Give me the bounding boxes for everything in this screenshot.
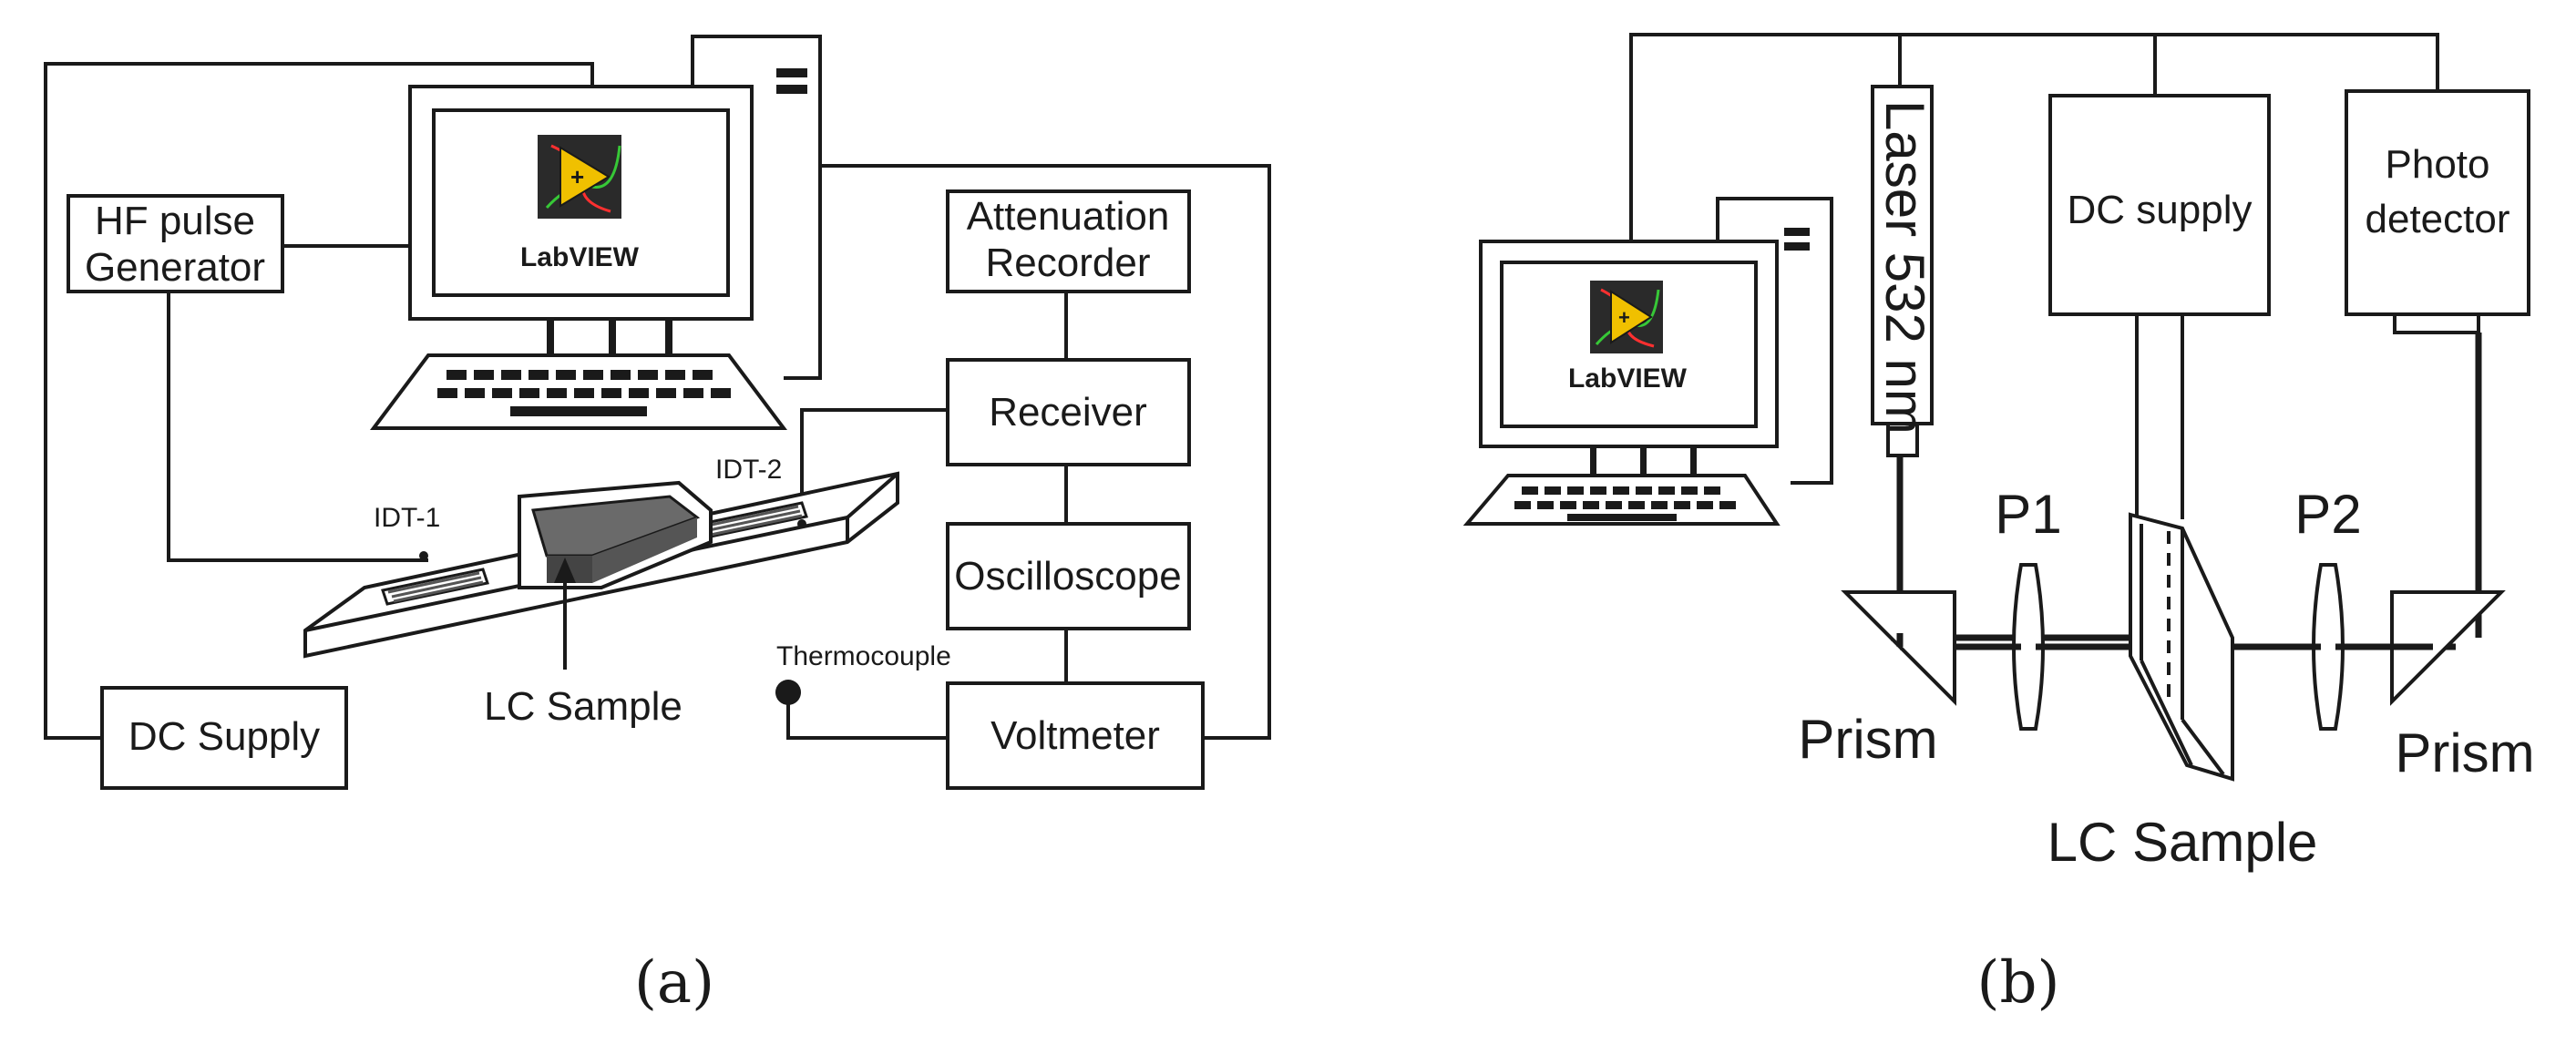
dc-supply-label-b: DC supply — [2068, 188, 2253, 232]
lc-sample-arrow — [554, 558, 576, 670]
lc-sample-cell-b — [2129, 512, 2234, 782]
photodetector-label-2: detector — [2366, 197, 2510, 241]
oscilloscope-box: Oscilloscope — [946, 522, 1191, 630]
attenuation-recorder-label-2: Recorder — [986, 241, 1151, 285]
lc-sample-cell-a — [518, 480, 713, 589]
idt2-label: IDT-2 — [715, 455, 782, 485]
thermocouple: Thermocouple — [775, 641, 951, 705]
laser-532-box: Laser 532 nm — [1871, 85, 1935, 457]
idt1-label: IDT-1 — [374, 503, 440, 533]
laser-label: Laser 532 nm — [1874, 100, 1935, 435]
panel-b-caption: (b) — [1977, 949, 2060, 1017]
voltmeter-label: Voltmeter — [990, 713, 1160, 758]
computer-monitor-b: + LabVIEW — [1479, 240, 1779, 476]
hf-pulse-generator-label-1: HF pulse — [95, 199, 255, 243]
prism-right-label: Prism — [2395, 722, 2534, 783]
attenuation-recorder-box: Attenuation Recorder — [946, 189, 1191, 293]
receiver-label: Receiver — [989, 390, 1147, 435]
dc-supply-box-a: DC Supply — [100, 686, 348, 790]
panel-b: + LabVIEW Las — [1462, 33, 2535, 1017]
attenuation-recorder-label-1: Attenuation — [967, 194, 1170, 239]
keyboard-a — [370, 353, 787, 430]
computer-tower-a — [691, 35, 822, 380]
oscilloscope-label: Oscilloscope — [954, 554, 1181, 599]
prism-left — [1841, 590, 1956, 706]
idt1-electrode — [381, 568, 489, 606]
p2-label: P2 — [2294, 484, 2361, 545]
idt2-electrode — [700, 501, 808, 539]
lc-sample-label-a: LC Sample — [484, 684, 682, 729]
photodetector-box: Photo detector — [2345, 89, 2530, 334]
computer-monitor-a: + LabVIEW — [408, 85, 754, 355]
labview-logo-icon-b: + LabVIEW — [1568, 281, 1688, 394]
computer-tower-b — [1716, 197, 1833, 485]
saw-substrate-a — [303, 471, 899, 670]
voltmeter-box: Voltmeter — [946, 681, 1205, 790]
prism-left-label: Prism — [1798, 709, 1937, 770]
svg-text:+: + — [1618, 306, 1630, 329]
dc-supply-box-b: DC supply — [2048, 94, 2271, 519]
hf-pulse-generator-label-2: Generator — [85, 245, 265, 290]
polarizer-p1 — [2012, 563, 2045, 731]
panel-a: + LabVIEW — [44, 35, 1271, 1017]
keyboard-b — [1462, 474, 1781, 526]
thermocouple-label: Thermocouple — [776, 641, 951, 671]
panel-a-caption: (a) — [634, 949, 714, 1017]
photodetector-label-1: Photo — [2386, 142, 2490, 187]
wires-a — [44, 62, 1271, 740]
monitor-logo-text-b: LabVIEW — [1568, 363, 1688, 394]
receiver-box: Receiver — [946, 358, 1191, 466]
hf-pulse-generator-box: HF pulse Generator — [67, 194, 284, 293]
polarizer-p2 — [2312, 563, 2345, 731]
svg-text:+: + — [570, 163, 584, 190]
p1-label: P1 — [1995, 484, 2061, 545]
dc-supply-label-a: DC Supply — [128, 714, 320, 759]
labview-logo-icon: + LabVIEW — [520, 135, 640, 272]
monitor-logo-text: LabVIEW — [520, 242, 640, 272]
lc-sample-label-b: LC Sample — [2047, 812, 2318, 873]
